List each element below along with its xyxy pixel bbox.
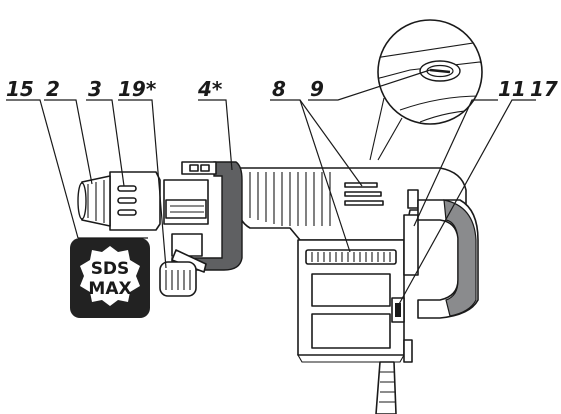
sds-max-badge: SDS MAX — [70, 238, 150, 318]
callout-3: 3 — [88, 77, 102, 101]
housing-ribs — [249, 172, 331, 226]
ventilation-slots-lower — [311, 252, 391, 262]
callout-8: 8 — [272, 77, 286, 101]
ventilation-slots-upper — [344, 182, 384, 206]
callout-2: 2 — [46, 77, 60, 101]
callout-17: 17 — [530, 77, 558, 101]
detail-zoom — [369, 19, 483, 161]
callout-15: 15 — [6, 77, 34, 101]
callout-9: 9 — [310, 77, 324, 101]
badge-line-1: SDS — [91, 259, 130, 279]
leader-lines — [6, 69, 536, 307]
callout-4: 4* — [197, 77, 223, 101]
callout-11: 11 — [498, 77, 526, 101]
callout-labels: 15 2 3 19* 4* 8 9 11 17 — [6, 77, 558, 101]
tool-holder — [77, 171, 209, 297]
callout-19: 19* — [118, 77, 157, 101]
hammer-body — [236, 167, 479, 414]
badge-line-2: MAX — [88, 279, 131, 299]
